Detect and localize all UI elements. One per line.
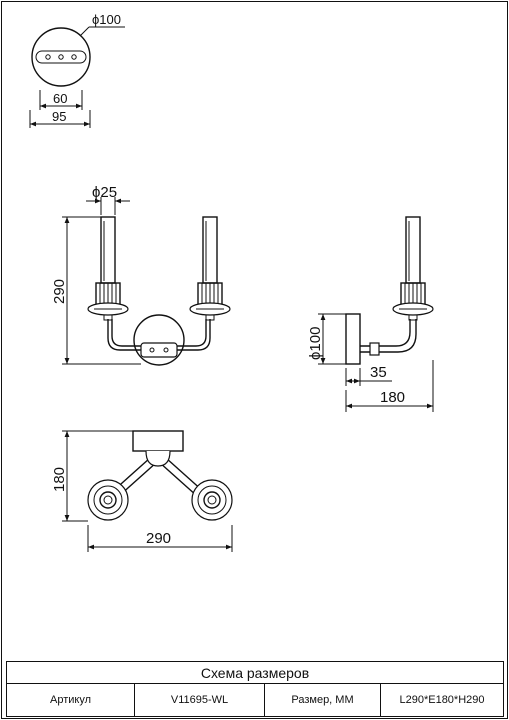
size-label: Размер, ММ (265, 684, 381, 716)
dim-base-plate-width: 95 (52, 109, 66, 124)
plan-view: 180 290 (51, 430, 233, 552)
size-table: Схема размеров Артикул V11695-WL Размер,… (6, 661, 504, 717)
dim-base-plate-hole: 60 (53, 91, 67, 106)
dim-total-height: 290 (51, 279, 68, 304)
front-view: ϕ25 290 (51, 184, 231, 366)
table-title: Схема размеров (7, 662, 503, 684)
table-row: Артикул V11695-WL Размер, ММ L290*E180*H… (7, 684, 503, 716)
article-value: V11695-WL (135, 684, 265, 716)
size-value: L290*E180*H290 (399, 694, 485, 706)
dim-tube-diameter: ϕ25 (92, 184, 117, 201)
dim-plan-length: 290 (146, 530, 171, 547)
dim-side-projection: 35 (370, 364, 387, 381)
article-label: Артикул (7, 684, 135, 716)
dim-plan-depth: 180 (51, 467, 68, 492)
side-view: ϕ100 35 180 (307, 216, 434, 412)
dim-base-diameter: ϕ100 (92, 12, 121, 27)
base-plate-view: ϕ100 60 95 (29, 12, 125, 128)
dim-side-diameter: ϕ100 (307, 327, 324, 360)
dim-side-depth: 180 (380, 389, 405, 406)
